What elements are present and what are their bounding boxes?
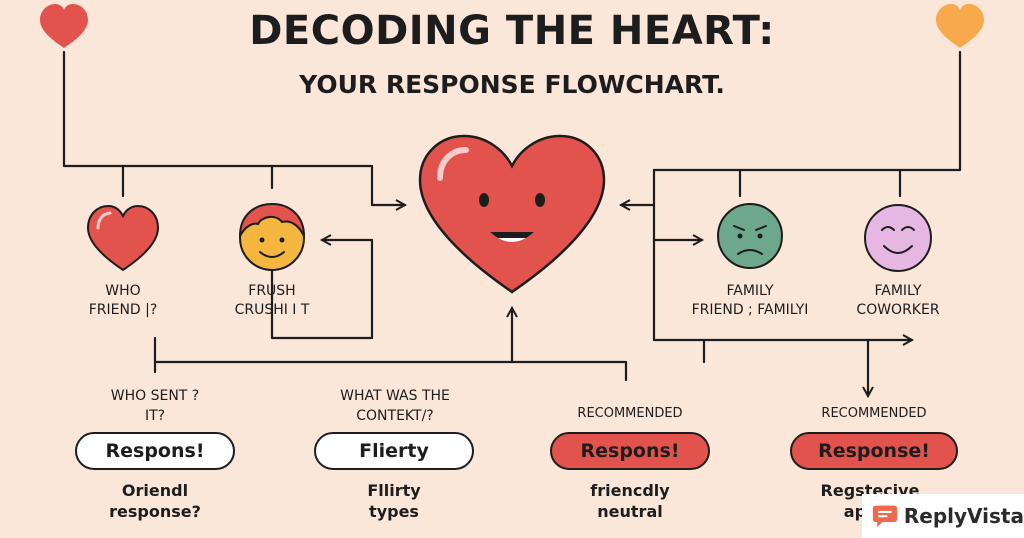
question-context-line2: CONTEKT/? [356, 408, 434, 424]
node-coworker-line2: COWORKER [856, 302, 940, 318]
note-flirty-line2: types [369, 502, 419, 521]
node-crush-label: FRUSH CRUSHI I T [212, 282, 332, 320]
node-who-line1: WHO [105, 283, 141, 299]
heart-icon [40, 4, 88, 48]
response-pill-respectful[interactable]: Response! [790, 432, 958, 470]
node-family-line2: FRIEND ; FAMILYI [691, 302, 809, 318]
who-heart-icon [86, 204, 160, 272]
sad-face-icon [717, 203, 783, 269]
brand-watermark: ReplyVista [862, 494, 1024, 538]
note-who-line1: Oriendl [121, 481, 189, 500]
chat-bubble-icon [872, 505, 898, 528]
page-title: DECODING THE HEART: [249, 8, 775, 54]
connector-right-inner [652, 203, 706, 364]
note-who-line2: response? [109, 502, 201, 521]
node-family-line1: FAMILY [726, 283, 774, 299]
node-crush-line2: CRUSHI I T [234, 302, 310, 318]
connector-left-top [62, 50, 274, 190]
question-who-sent-line2: IT? [144, 408, 166, 424]
smile-face-icon [864, 204, 932, 272]
connector-bottom-bus [153, 360, 628, 382]
connector-right-top [652, 50, 962, 172]
page-subtitle: YOUR RESPONSE FLOWCHART. [299, 70, 725, 99]
connector-to-center-right [621, 168, 656, 205]
response-pill-who[interactable]: Respons! [75, 432, 235, 470]
note-friendly: friencdly neutral [560, 480, 700, 522]
node-who-label: WHO FRIEND |? [63, 282, 183, 320]
connector-crush-bottom [270, 240, 374, 340]
connector-to-center-left [270, 164, 405, 205]
recommended-label-right: RECOMMENDED [821, 406, 927, 421]
node-who-line2: FRIEND |? [88, 302, 158, 318]
node-crush-line1: FRUSH [248, 283, 296, 299]
question-who-sent: WHO SENT ? IT? [95, 386, 215, 426]
note-flirty-line1: Fllirty [367, 481, 421, 500]
note-flirty: Fllirty types [324, 480, 464, 522]
heart-icon [936, 4, 984, 48]
node-coworker-label: FAMILY COWORKER [838, 282, 958, 320]
question-context: WHAT WAS THE CONTEKT/? [320, 386, 470, 426]
recommended-label-left: RECOMMENDED [577, 406, 683, 421]
response-pill-friendly[interactable]: Respons! [550, 432, 710, 470]
brand-name: ReplyVista [903, 504, 1024, 528]
central-heart-face [418, 134, 606, 294]
node-coworker-line1: FAMILY [874, 283, 922, 299]
note-friendly-line2: neutral [597, 502, 663, 521]
crush-face-icon [239, 202, 305, 271]
question-context-line1: WHAT WAS THE [340, 388, 450, 404]
note-friendly-line1: friencdly [590, 481, 670, 500]
connector-right-bus [702, 338, 868, 396]
note-who: Oriendl response? [85, 480, 225, 522]
question-who-sent-line1: WHO SENT ? [110, 388, 200, 404]
node-family-label: FAMILY FRIEND ; FAMILYI [670, 282, 830, 320]
response-pill-flirty[interactable]: Flierty [314, 432, 474, 470]
